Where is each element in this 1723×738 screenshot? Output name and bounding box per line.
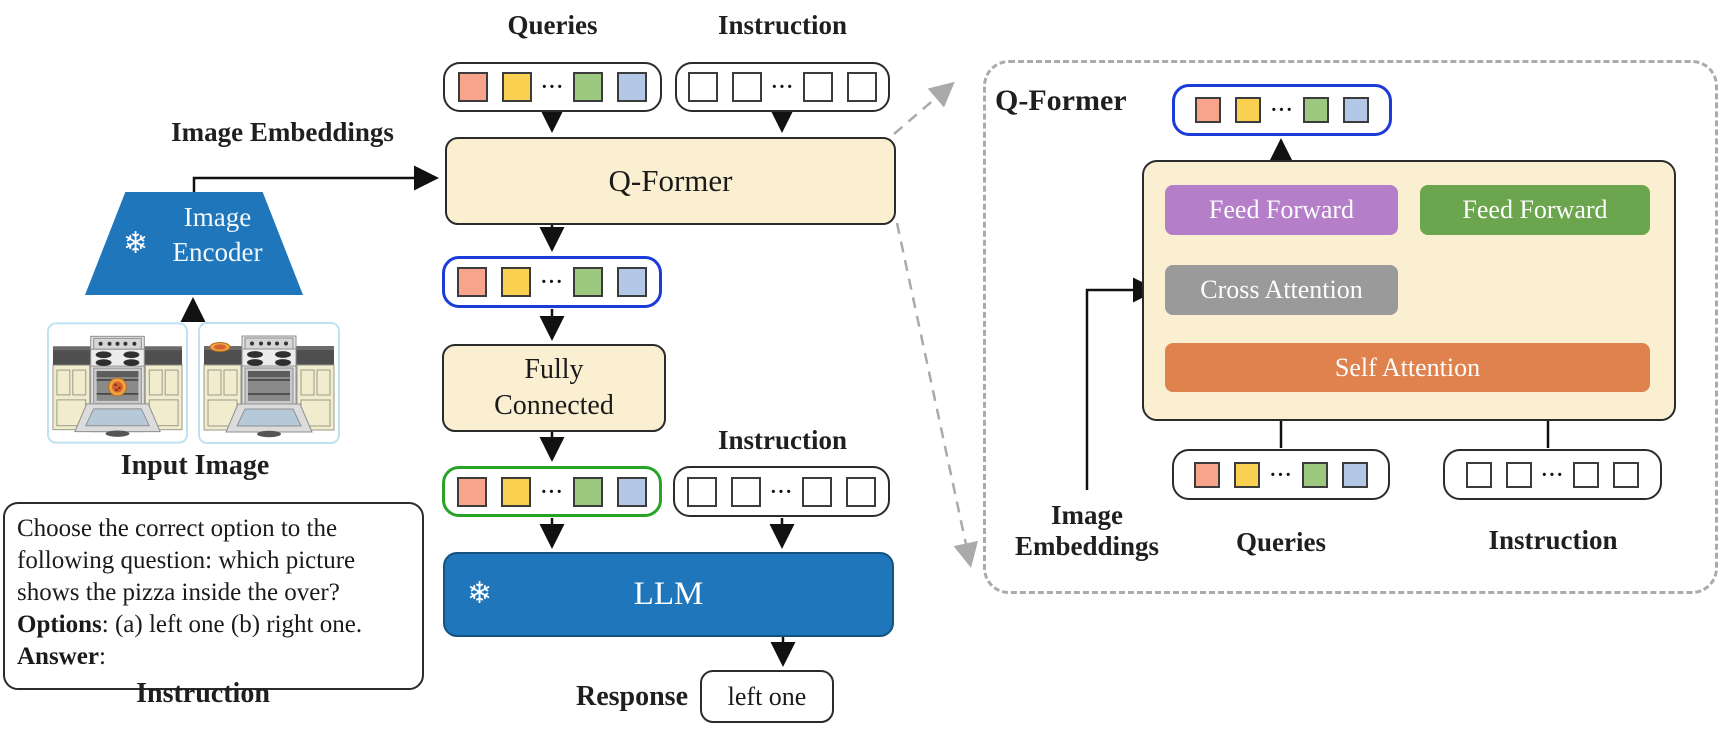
query-token-green (572, 267, 603, 297)
fully-connected-box: Fully Connected (442, 344, 666, 432)
panel-qformer-title: Q-Former (995, 84, 1127, 117)
prompt-line: Choose the correct option to the (17, 515, 338, 542)
prompt-line: shows the pizza inside the over? (17, 579, 340, 606)
instruction-token (803, 72, 833, 102)
query-token-blue (1341, 461, 1368, 488)
input-image-label: Input Image (120, 450, 270, 481)
instruction-token (731, 72, 762, 102)
instruction-prompt-box: Choose the correct option to the followi… (3, 502, 424, 690)
image-embeddings-label: Image Embeddings (171, 117, 394, 147)
query-token-salmon (457, 267, 488, 297)
snowflake-icon: ❄ (467, 577, 493, 610)
llm-label: LLM (633, 576, 704, 612)
query-token-green (572, 476, 603, 507)
query-token-green (1302, 97, 1329, 123)
instruction-token (802, 476, 832, 507)
ellipsis: ··· (540, 480, 564, 503)
input-image-right-pizza-on-counter (198, 322, 340, 444)
query-output-token-row-blue: ··· (442, 256, 662, 308)
llm-box: ❄ LLM (443, 552, 894, 637)
instruction-token (1573, 461, 1599, 488)
panel-instruction-label: Instruction (1488, 525, 1618, 555)
query-token-salmon (457, 476, 488, 507)
query-token-blue (617, 72, 647, 102)
query-token-green (1301, 461, 1328, 488)
input-image-left-pizza-inside-oven (47, 322, 188, 444)
query-token-salmon (457, 72, 488, 102)
instruction-label-mid: Instruction (717, 425, 847, 455)
prompt-answer-line: Answer: (17, 643, 106, 670)
ellipsis: ··· (1270, 99, 1294, 121)
query-token-blue (616, 267, 647, 297)
ellipsis: ··· (1269, 463, 1293, 486)
instruction-token (846, 476, 876, 507)
instruction-label-top: Instruction (717, 10, 847, 40)
response-label: Response (575, 681, 688, 712)
query-token-yellow (501, 72, 532, 102)
feed-forward-right-block: Feed Forward (1420, 185, 1650, 235)
instruction-token (847, 72, 877, 102)
query-token-blue (1342, 97, 1369, 123)
ellipsis: ··· (540, 76, 564, 98)
queries-label-top: Queries (507, 10, 598, 40)
panel-query-output-token-row: ··· (1172, 84, 1392, 136)
instruction-token (1505, 461, 1532, 488)
prompt-options-line: Options: (a) left one (b) right one. (17, 611, 363, 638)
ellipsis: ··· (540, 271, 564, 293)
image-encoder-label: Image Encoder (172, 202, 263, 268)
snowflake-icon: ❄ (123, 227, 149, 260)
response-value-box: left one (700, 670, 834, 723)
feed-forward-left-block: Feed Forward (1165, 185, 1398, 235)
query-token-green (573, 72, 603, 102)
panel-queries-token-row: ··· (1172, 449, 1390, 500)
projected-token-row-green: ··· (442, 466, 662, 517)
instruction-token (1465, 461, 1492, 488)
instruction-token (686, 476, 717, 507)
instruction-token (687, 72, 718, 102)
instruction-caption: Instruction (136, 678, 270, 709)
query-token-yellow (501, 476, 532, 507)
query-token-salmon (1195, 97, 1222, 123)
instruction-token (1613, 461, 1639, 488)
instruction-token (730, 476, 761, 507)
qformer-box: Q-Former (445, 137, 896, 225)
query-token-yellow (1235, 97, 1262, 123)
self-attention-block: Self Attention (1165, 343, 1650, 392)
panel-image-embeddings-label: Image Embeddings (1014, 500, 1160, 562)
panel-queries-label: Queries (1236, 527, 1326, 557)
query-token-blue (616, 476, 647, 507)
query-token-yellow (1234, 461, 1261, 488)
ellipsis: ··· (770, 76, 794, 98)
queries-token-row: ··· (443, 62, 662, 112)
instruction-token-row-mid: ··· (673, 466, 890, 517)
prompt-line: following question: which picture (17, 547, 356, 574)
ellipsis: ··· (769, 480, 793, 503)
qformer-detail-panel (983, 60, 1718, 594)
ellipsis: ··· (1540, 463, 1564, 486)
instruction-token-row-top: ··· (675, 62, 890, 112)
image-encoder-trapezoid: ❄ Image Encoder (85, 192, 303, 295)
query-token-salmon (1194, 461, 1221, 488)
cross-attention-block: Cross Attention (1165, 265, 1398, 315)
panel-instruction-token-row: ··· (1443, 449, 1662, 500)
query-token-yellow (501, 267, 532, 297)
